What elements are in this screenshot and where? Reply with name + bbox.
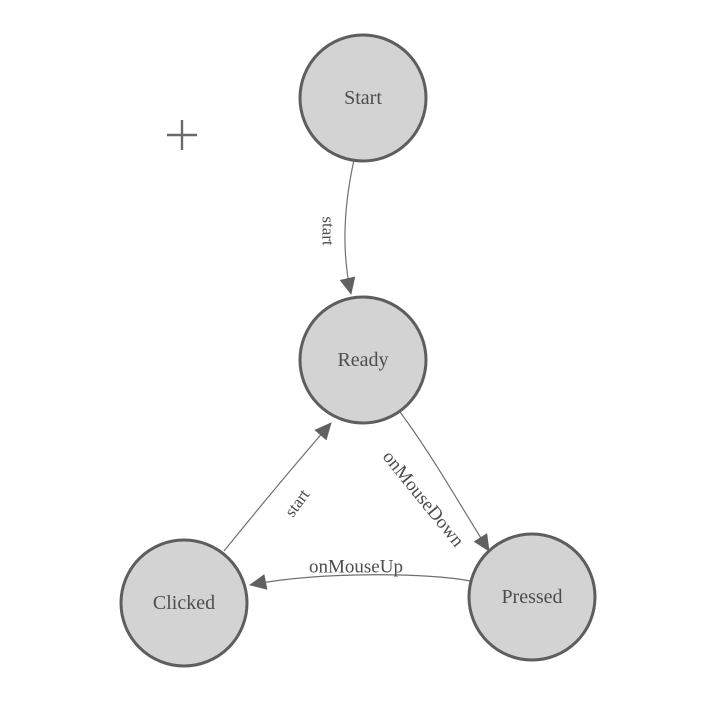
transition-ready-pressed: onMouseDown (378, 411, 490, 552)
state-label-start: Start (344, 87, 382, 109)
state-circle-clicked (119, 538, 249, 668)
state-label-clicked: Clicked (153, 592, 215, 614)
state-circle-start (298, 33, 428, 163)
state-label-pressed: Pressed (501, 586, 562, 608)
transition-line-ready-pressed[interactable] (399, 411, 490, 552)
transition-line-pressed-clicked[interactable] (249, 574, 471, 590)
state-label-ready: Ready (337, 349, 388, 371)
state-node-pressed[interactable]: Pressed (467, 532, 597, 662)
state-circle-ready (298, 295, 428, 425)
state-node-start[interactable]: Start (298, 33, 428, 163)
transition-label-ready-pressed: onMouseDown (378, 447, 468, 552)
state-circle-pressed (467, 532, 597, 662)
state-node-clicked[interactable]: Clicked (119, 538, 249, 668)
state-node-ready[interactable]: Ready (298, 295, 428, 425)
transition-label-pressed-clicked: onMouseUp (309, 557, 403, 578)
transition-label-clicked-ready: start (281, 485, 314, 520)
transition-label-start-ready: start (319, 216, 338, 246)
transition-clicked-ready: start (223, 422, 332, 552)
transition-line-clicked-ready[interactable] (223, 422, 332, 552)
transition-line-start-ready[interactable] (339, 159, 356, 295)
transition-start-ready: start (319, 159, 356, 295)
crosshair-icon (167, 120, 197, 150)
transition-pressed-clicked: onMouseUp (249, 557, 471, 590)
